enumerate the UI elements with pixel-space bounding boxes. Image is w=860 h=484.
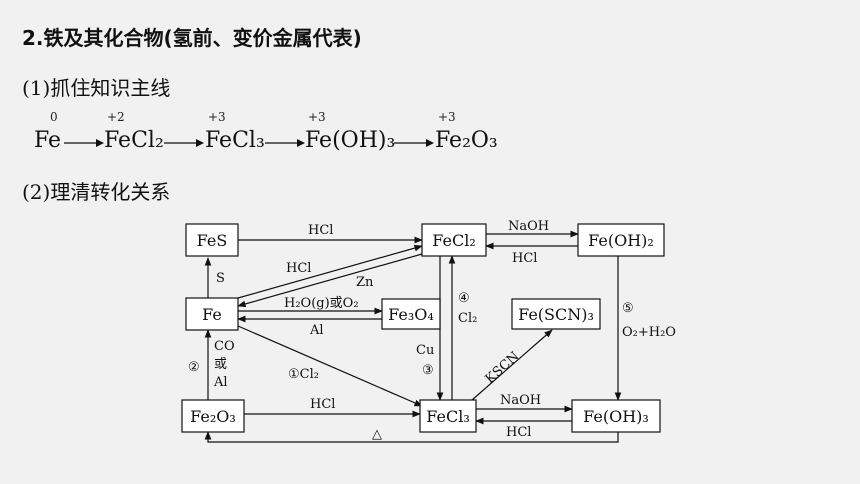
box-fe2o3 bbox=[181, 399, 245, 433]
label-fecl3-fecl2: Cl₂ bbox=[458, 311, 477, 326]
label-fecl3-feoh3: NaOH bbox=[500, 393, 541, 408]
label-fe2o3-fecl3: HCl bbox=[310, 397, 335, 412]
label-fecl2-feoh2: NaOH bbox=[508, 219, 549, 234]
oxidation-chain: 0 +2 +3 +3 +3 Fe FeCl₂ FeCl₃ Fe(OH)₃ Fe₂… bbox=[30, 110, 510, 158]
section-heading: 2.铁及其化合物(氢前、变价金属代表) bbox=[22, 26, 362, 50]
chain-arrow-2 bbox=[164, 139, 204, 147]
box-fescn3 bbox=[511, 298, 601, 330]
label-fes-fecl2: HCl bbox=[308, 223, 333, 238]
ox-state-fe2o3: +3 bbox=[438, 110, 456, 124]
label-feoh2-feoh3: O₂+H₂O bbox=[622, 325, 676, 340]
label-fe2o3-fe-al: Al bbox=[213, 375, 228, 390]
box-fes bbox=[185, 223, 239, 257]
arrow-fecl2-fe bbox=[237, 253, 423, 308]
box-feoh3-label: Fe(OH)₃ bbox=[583, 407, 649, 426]
chain-arrow-4 bbox=[394, 139, 434, 147]
box-fecl3-label: FeCl₃ bbox=[426, 407, 469, 426]
label-fe3o4-fe: Al bbox=[309, 323, 324, 338]
label-fecl3-fescn3: KSCN bbox=[483, 349, 523, 387]
box-feoh3 bbox=[571, 399, 661, 433]
chain-arrow-3 bbox=[265, 139, 305, 147]
chain-feoh3: Fe(OH)₃ bbox=[305, 128, 396, 153]
chain-fecl2: FeCl₂ bbox=[104, 128, 164, 153]
label-feoh3-fecl3: HCl bbox=[506, 425, 531, 440]
box-fecl2-label: FeCl₂ bbox=[432, 231, 475, 250]
subheading-relations: (2)理清转化关系 bbox=[22, 180, 171, 204]
label-fe-fes: S bbox=[216, 271, 225, 286]
box-fescn3-label: Fe(SCN)₃ bbox=[518, 305, 594, 324]
label-fe2o3-fe-num: ② bbox=[188, 360, 200, 375]
box-fe2o3-label: Fe₂O₃ bbox=[190, 407, 236, 426]
ox-state-feoh3: +3 bbox=[308, 110, 326, 124]
box-fe-label: Fe bbox=[202, 305, 222, 324]
chain-arrow-1 bbox=[64, 139, 104, 147]
arrow-fe-fecl2 bbox=[237, 244, 423, 299]
ox-state-fe: 0 bbox=[50, 110, 58, 124]
ox-state-fecl2: +2 bbox=[107, 110, 125, 124]
label-feoh3-fe2o3: △ bbox=[372, 427, 382, 442]
label-fe-fecl3: ①Cl₂ bbox=[288, 367, 319, 382]
label-fe2o3-fe-or: 或 bbox=[214, 357, 227, 372]
label-fecl3-fecl2-num: ④ bbox=[458, 291, 470, 306]
box-feoh2-label: Fe(OH)₂ bbox=[588, 231, 654, 250]
label-feoh2-feoh3-num: ⑤ bbox=[622, 301, 634, 316]
chain-fecl3: FeCl₃ bbox=[205, 128, 265, 153]
label-fe-fecl2: HCl bbox=[286, 261, 311, 276]
label-feoh2-fecl2: HCl bbox=[512, 251, 537, 266]
label-fecl2-fecl3-num: ③ bbox=[422, 363, 434, 378]
transformation-diagram: FeS Fe Fe₂O₃ FeCl₂ Fe₃O₄ Fe(SCN)₃ FeCl₃ … bbox=[181, 219, 676, 443]
subheading-main-line: (1)抓住知识主线 bbox=[22, 76, 171, 100]
label-fe2o3-fe-co: CO bbox=[214, 339, 235, 354]
chain-fe2o3: Fe₂O₃ bbox=[435, 128, 498, 153]
ox-state-fecl3: +3 bbox=[208, 110, 226, 124]
label-fe-fe3o4: H₂O(g)或O₂ bbox=[284, 296, 359, 311]
box-fes-label: FeS bbox=[197, 231, 228, 250]
box-fe3o4-label: Fe₃O₄ bbox=[388, 305, 434, 324]
box-fecl2 bbox=[421, 223, 487, 257]
arrow-fecl3-fescn3 bbox=[471, 329, 553, 401]
box-fe3o4 bbox=[381, 298, 441, 330]
box-fecl3 bbox=[419, 399, 477, 433]
label-fecl2-fe: Zn bbox=[356, 275, 374, 290]
label-fecl2-fecl3-reagent: Cu bbox=[416, 343, 434, 358]
arrow-feoh3-fe2o3 bbox=[204, 431, 619, 443]
box-fe bbox=[185, 297, 239, 331]
box-feoh2 bbox=[577, 223, 665, 257]
arrow-fe-fecl3 bbox=[237, 325, 423, 407]
chain-fe: Fe bbox=[34, 128, 62, 153]
